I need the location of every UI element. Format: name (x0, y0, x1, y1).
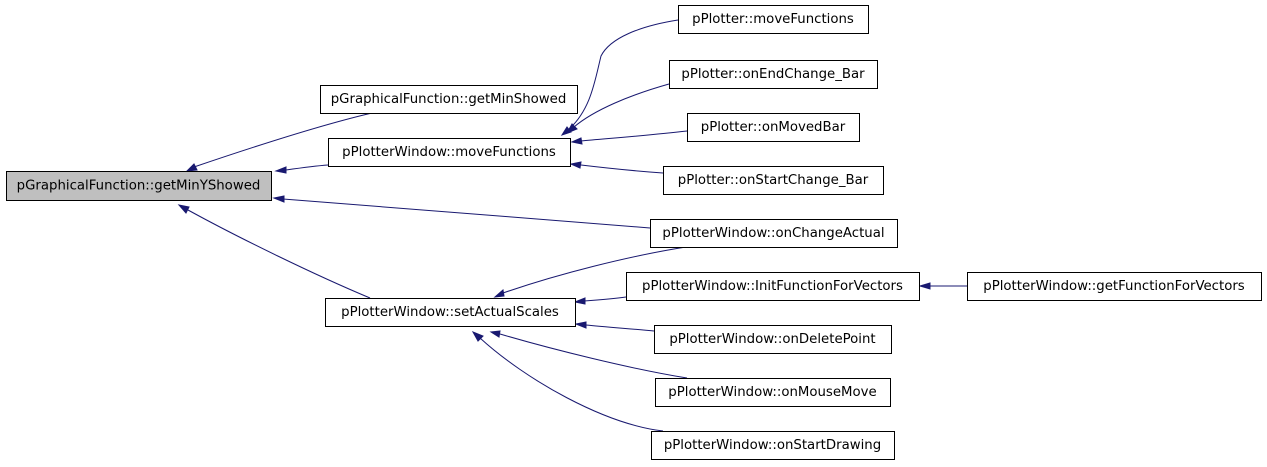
arrowhead-icon (573, 297, 586, 305)
edge-n8-n3 (493, 246, 687, 298)
node-label: pPlotter::moveFunctions (692, 12, 854, 27)
graph-node[interactable]: pPlotterWindow::onStartDrawing (651, 431, 895, 460)
edge-line (585, 324, 655, 332)
arrowhead-icon (274, 166, 287, 174)
node-box (325, 298, 576, 327)
node-box (626, 272, 920, 301)
node-label: pPlotter::onEndChange_Bar (681, 67, 865, 82)
edge-line (187, 209, 371, 299)
node-label: pGraphicalFunction::getMinShowed (331, 92, 567, 107)
arrowhead-icon (272, 195, 285, 203)
arrowhead-icon (489, 330, 501, 338)
edge-n12-n3 (471, 331, 664, 432)
graph-node[interactable]: pPlotterWindow::onChangeActual (650, 219, 898, 248)
graph-node[interactable]: pPlotter::onStartChange_Bar (663, 166, 884, 195)
node-box (655, 378, 891, 407)
edge-n3-n0 (177, 204, 371, 299)
edge-line (567, 19, 679, 131)
node-label: pPlotterWindow::onStartDrawing (664, 438, 881, 453)
arrowhead-icon (471, 331, 484, 342)
node-box (6, 171, 272, 201)
edge-line (573, 83, 670, 128)
arrowhead-icon (493, 289, 505, 298)
node-box (678, 5, 869, 34)
graph-edges (177, 19, 968, 432)
arrowhead-icon (574, 321, 587, 329)
edge-line (580, 130, 688, 142)
edge-line (580, 164, 664, 174)
edge-n9-n3 (573, 296, 627, 305)
arrowhead-icon (569, 161, 582, 169)
graph-node[interactable]: pGraphicalFunction::getMinShowed (320, 85, 578, 114)
node-label: pPlotter::onStartChange_Bar (678, 173, 869, 188)
node-box (687, 113, 860, 142)
graph-node[interactable]: pPlotter::onMovedBar (687, 113, 860, 142)
arrowhead-icon (570, 137, 583, 145)
edge-line (282, 198, 651, 229)
graph-node[interactable]: pPlotter::moveFunctions (678, 5, 869, 34)
edge-line (193, 112, 373, 168)
graph-node[interactable]: pPlotter::onEndChange_Bar (669, 60, 878, 89)
node-label: pPlotterWindow::onMouseMove (668, 385, 876, 400)
node-box (967, 272, 1262, 301)
node-box (663, 166, 884, 195)
graph-root-node: pGraphicalFunction::getMinYShowed (6, 171, 272, 201)
graph-node[interactable]: pPlotterWindow::setActualScales (325, 298, 576, 327)
arrowhead-icon (185, 163, 198, 172)
edge-n5-n2 (565, 83, 670, 134)
graph-node[interactable]: pPlotterWindow::moveFunctions (328, 138, 571, 167)
edge-n1-n0 (185, 112, 373, 172)
edge-line (583, 296, 627, 302)
node-label: pPlotterWindow::InitFunctionForVectors (642, 279, 903, 294)
node-box (328, 138, 571, 167)
edge-line (479, 337, 664, 432)
arrowhead-icon (918, 282, 931, 290)
edge-line (499, 333, 688, 379)
node-box (320, 85, 578, 114)
node-label: pPlotterWindow::getFunctionForVectors (983, 279, 1245, 294)
graph-node[interactable]: pPlotterWindow::InitFunctionForVectors (626, 272, 920, 301)
edge-line (285, 164, 329, 171)
edge-n11-n3 (489, 330, 688, 379)
edge-n8-n0 (272, 195, 651, 229)
node-label: pGraphicalFunction::getMinYShowed (17, 179, 261, 194)
arrowhead-icon (565, 123, 578, 134)
graph-node[interactable]: pPlotterWindow::getFunctionForVectors (967, 272, 1262, 301)
arrowhead-icon (177, 204, 190, 214)
node-label: pPlotterWindow::moveFunctions (342, 145, 556, 160)
node-label: pPlotter::onMovedBar (701, 120, 846, 135)
edge-n7-n2 (569, 161, 664, 174)
node-box (669, 60, 878, 89)
edge-n2-n0 (274, 164, 329, 174)
graph-nodes: pGraphicalFunction::getMinYShowed pGraphi… (6, 5, 1262, 460)
edge-line (502, 246, 687, 294)
graph-node[interactable]: pPlotterWindow::onMouseMove (655, 378, 891, 407)
graph-node[interactable]: pPlotterWindow::onDeletePoint (654, 325, 892, 354)
node-label: pPlotterWindow::onDeletePoint (669, 332, 875, 347)
edge-n13-n9 (918, 282, 968, 290)
edge-n10-n3 (574, 321, 655, 332)
edge-n4-n2 (560, 19, 679, 136)
node-box (650, 219, 898, 248)
node-label: pPlotterWindow::setActualScales (341, 305, 559, 320)
node-box (654, 325, 892, 354)
node-box (651, 431, 895, 460)
node-label: pPlotterWindow::onChangeActual (662, 226, 884, 241)
edge-n6-n2 (570, 130, 688, 145)
